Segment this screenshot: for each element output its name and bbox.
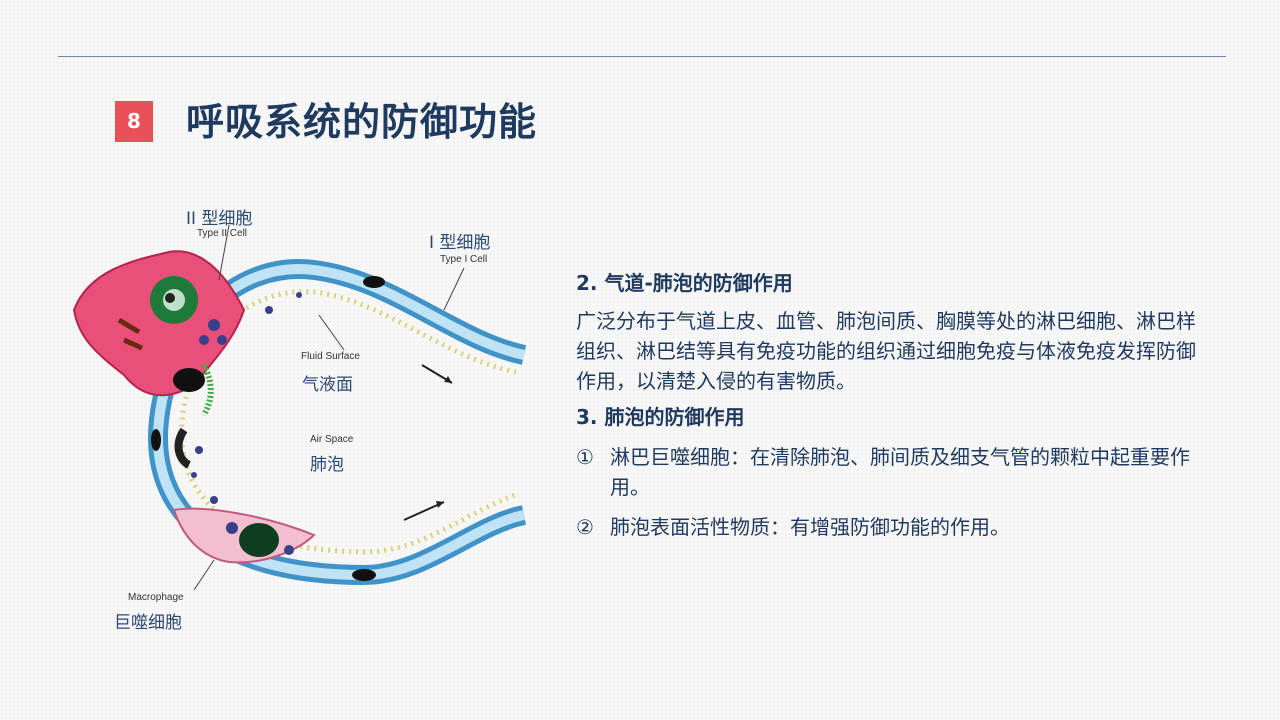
macrophage-nucleus xyxy=(239,523,279,557)
type1-cell-label-en: Type I Cell xyxy=(440,254,488,265)
list-item-1: ① 淋巴巨噬细胞：在清除肺泡、肺间质及细支气管的颗粒中起重要作用。 xyxy=(576,442,1206,502)
alveolus-illustration xyxy=(72,224,527,591)
type2-cell-label-en: Type II Cell xyxy=(197,228,248,239)
type2-cell xyxy=(72,250,246,397)
air-space-label-cn: 肺泡 xyxy=(310,455,344,475)
alveolar-wall-inner xyxy=(153,264,526,581)
wall-nucleus xyxy=(151,429,161,451)
top-rule xyxy=(58,56,1226,57)
fluid-surface-label-cn: 气液面 xyxy=(302,375,353,395)
alveolus-diagram: II 型细胞 Type II Cell I 型细胞 Type I Cell Fl… xyxy=(64,190,554,640)
section3-heading: 3. 肺泡的防御作用 xyxy=(576,405,745,429)
macrophage-label-en: Macrophage xyxy=(128,592,184,603)
type2-cell-label-cn: II 型细胞 xyxy=(186,209,253,229)
type1-cell-label-cn: I 型细胞 xyxy=(429,233,491,253)
item2-marker: ② xyxy=(576,515,594,539)
slide-title: 呼吸系统的防御功能 xyxy=(186,100,538,144)
item1-marker: ① xyxy=(576,445,594,469)
type1-nucleus xyxy=(363,276,385,288)
fluid-surface-label-en: Fluid Surface xyxy=(301,351,360,362)
lamellar-body xyxy=(173,368,205,392)
list-item-2: ② 肺泡表面活性物质：有增强防御功能的作用。 xyxy=(576,512,1206,542)
content-text-block: 2. 气道-肺泡的防御作用 广泛分布于气道上皮、血管、肺泡间质、胸膜等处的淋巴细… xyxy=(576,268,1206,542)
slide-number-badge: 8 xyxy=(115,101,153,142)
item1-text: 淋巴巨噬细胞：在清除肺泡、肺间质及细支气管的颗粒中起重要作用。 xyxy=(610,445,1190,499)
type1-nucleus-lower xyxy=(352,569,376,581)
item2-text: 肺泡表面活性物质：有增强防御功能的作用。 xyxy=(610,515,1010,539)
macrophage-label-cn: 巨噬细胞 xyxy=(114,613,182,633)
air-space-label-en: Air Space xyxy=(310,434,354,445)
section2-heading: 2. 气道-肺泡的防御作用 xyxy=(576,271,793,295)
section2-text: 广泛分布于气道上皮、血管、肺泡间质、胸膜等处的淋巴细胞、淋巴样组织、淋巴结等具有… xyxy=(576,309,1196,393)
